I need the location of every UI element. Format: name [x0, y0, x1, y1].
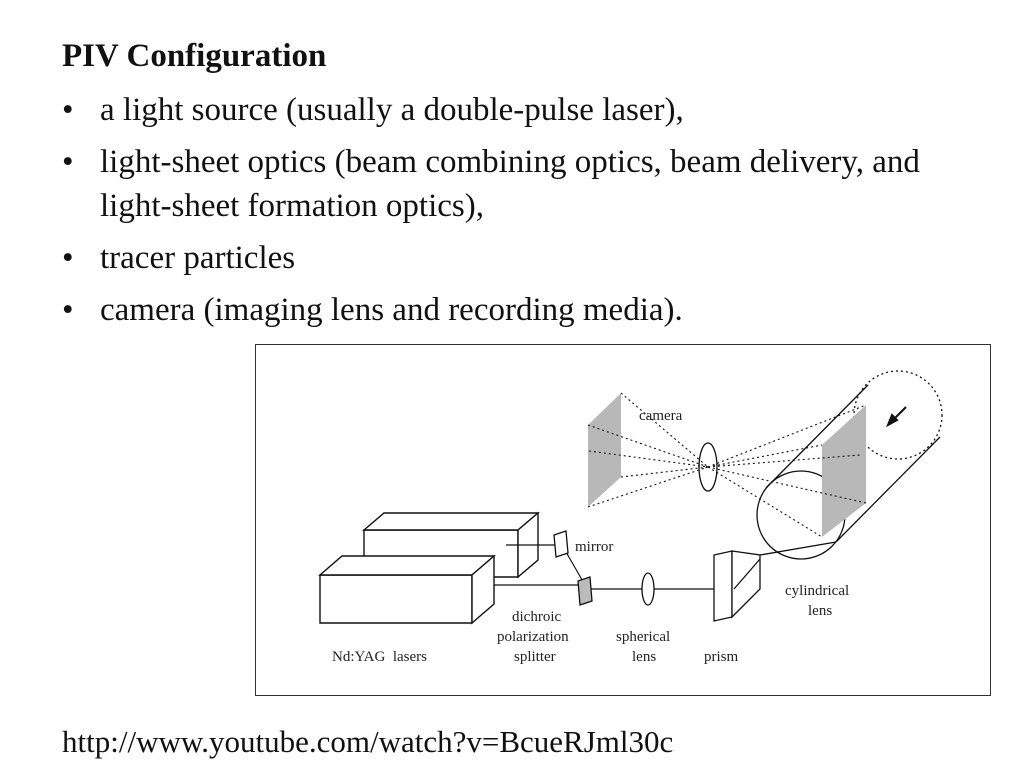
video-link[interactable]: http://www.youtube.com/watch?v=BcueRJml3…	[62, 724, 674, 759]
bullet-dot: •	[62, 240, 74, 276]
bullet-dot: •	[62, 92, 74, 128]
label-camera: camera	[639, 408, 683, 424]
bullet-dot: •	[62, 144, 74, 180]
bullet-list: • a light source (usually a double-pulse…	[62, 88, 962, 340]
dichroic-splitter-element	[577, 576, 593, 606]
label-dichroic-1: dichroic	[512, 609, 561, 625]
bullet-text: light-sheet optics (beam combining optic…	[100, 144, 920, 224]
bullet-item: • a light source (usually a double-pulse…	[62, 88, 962, 132]
piv-diagram: camera mirror cylindrical lens dichroic …	[318, 370, 943, 665]
bullet-text: a light source (usually a double-pulse l…	[100, 92, 684, 128]
label-dichroic-3: splitter	[514, 649, 556, 665]
prism-element	[713, 550, 761, 622]
camera-view-lines	[587, 392, 867, 538]
label-mirror: mirror	[575, 539, 613, 555]
bullet-item: • tracer particles	[62, 236, 962, 280]
piv-diagram-figure: camera mirror cylindrical lens dichroic …	[255, 344, 991, 696]
bullet-text: tracer particles	[100, 240, 296, 276]
label-spherical-1: spherical	[616, 629, 670, 645]
light-sheet-shaded	[822, 405, 866, 537]
slide-title: PIV Configuration	[62, 38, 327, 74]
label-spherical-2: lens	[632, 649, 656, 665]
flow-direction-arrow	[886, 406, 907, 428]
bullet-item: • camera (imaging lens and recording med…	[62, 288, 962, 332]
spherical-lens-element	[641, 572, 655, 606]
label-prism: prism	[704, 649, 739, 665]
label-lasers: Nd:YAG lasers	[332, 649, 427, 665]
label-cylindrical-lens-2: lens	[808, 603, 832, 619]
label-dichroic-2: polarization	[497, 629, 569, 645]
bullet-item: • light-sheet optics (beam combining opt…	[62, 140, 962, 228]
laser-box-front	[318, 554, 496, 625]
mirror-element	[553, 530, 569, 558]
label-cylindrical-lens-1: cylindrical	[785, 583, 849, 599]
camera-sensor-plane	[588, 393, 621, 507]
bullet-dot: •	[62, 292, 74, 328]
bullet-text: camera (imaging lens and recording media…	[100, 292, 683, 328]
